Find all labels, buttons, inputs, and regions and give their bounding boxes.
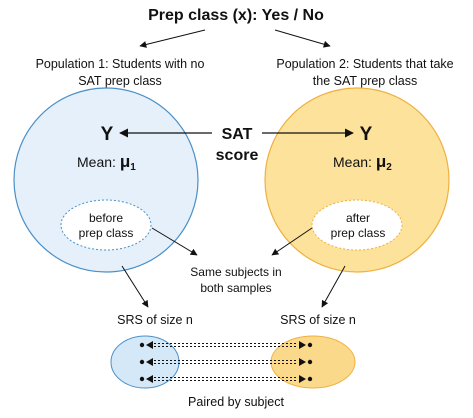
pair-dot-left-1 [139, 342, 145, 348]
before-label-line2: prep class [79, 226, 134, 240]
pair-dot-right-1 [307, 342, 313, 348]
before-subset [60, 199, 152, 251]
before-label-line1: before [89, 211, 123, 225]
population-1-label-line1: Population 1: Students with no [36, 57, 205, 71]
pair-head-right-2 [299, 358, 306, 366]
population-1-y: Y [101, 124, 114, 145]
title: Prep class (x): Yes / No [148, 7, 324, 24]
paired-connections [139, 341, 313, 383]
population-2-mean: Mean: μ2 [333, 152, 392, 173]
pair-head-left-3 [146, 375, 153, 383]
pair-head-right-1 [299, 341, 306, 349]
population-1-mean: Mean: μ1 [77, 152, 136, 173]
sample-1-ellipse [110, 335, 180, 389]
sat-label-line2: score [216, 147, 259, 164]
pair-dot-left-3 [139, 376, 145, 382]
title-arrow-right [274, 29, 331, 48]
sat-label-line1: SAT [222, 126, 253, 143]
after-label-line1: after [346, 211, 370, 225]
pair-dot-right-3 [307, 376, 313, 382]
same-subjects-line1: Same subjects in [190, 265, 281, 279]
sample-2-ellipse [270, 335, 356, 389]
pair-dot-right-2 [307, 359, 313, 365]
same-subjects-line2: both samples [200, 281, 271, 295]
population-2-label-line2: the SAT prep class [313, 74, 417, 88]
after-label-line2: prep class [331, 226, 386, 240]
same-arrow-left [151, 227, 198, 256]
population-1-label-line2: SAT prep class [78, 74, 162, 88]
srs-left-label: SRS of size n [117, 313, 193, 327]
population-2-label-line1: Population 2: Students that take [276, 57, 453, 71]
pair-head-right-3 [299, 375, 306, 383]
pair-dot-left-2 [139, 359, 145, 365]
same-arrow-right [271, 227, 313, 256]
population-2-y: Y [360, 124, 373, 145]
pair-head-left-2 [146, 358, 153, 366]
after-subset [311, 199, 403, 251]
srs-arrow-left [121, 265, 149, 308]
srs-right-label: SRS of size n [280, 313, 356, 327]
population-1-circle [13, 87, 199, 273]
title-arrow-left [139, 29, 206, 48]
footer-label: Paired by subject [188, 395, 284, 409]
srs-arrow-right [321, 265, 346, 308]
population-2-circle [264, 87, 450, 273]
pair-head-left-1 [146, 341, 153, 349]
